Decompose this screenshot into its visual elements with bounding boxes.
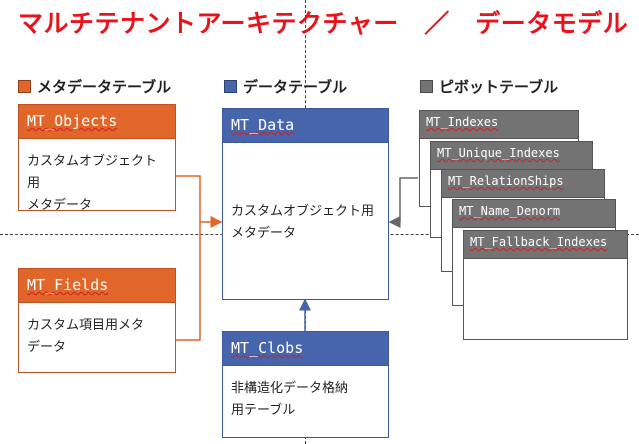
table-name: MT_Fields	[19, 269, 175, 303]
table-mt-objects[interactable]: MT_Objects カスタムオブジェクト用 メタデータ	[18, 104, 176, 213]
legend-label: データテーブル	[243, 78, 348, 96]
legend-data: データテーブル	[224, 76, 347, 97]
table-mt-clobs[interactable]: MT_Clobs 非構造化データ格納 用テーブル	[222, 331, 389, 438]
table-description: カスタムオブジェクト用 メタデータ	[223, 143, 388, 257]
table-name: MT_Fallback_Indexes	[464, 231, 627, 259]
desc-line: メタデータ	[27, 198, 93, 213]
table-name: MT_Indexes	[420, 111, 578, 139]
legend-metadata: メタデータテーブル	[18, 76, 171, 97]
table-name: MT_Objects	[19, 105, 175, 139]
pivot-table-fallback-indexes[interactable]: MT_Fallback_Indexes	[463, 230, 628, 340]
legend-label: ピボットテーブル	[439, 78, 559, 96]
desc-line: 非構造化データ格納	[231, 381, 349, 396]
table-name: MT_Clobs	[223, 332, 388, 366]
connector-pivot	[388, 177, 418, 228]
table-name: MT_RelationShips	[442, 170, 604, 198]
diagram-title: マルチテナントアーキテクチャー ／ データモデル	[18, 9, 629, 38]
desc-line: カスタムオブジェクト用	[231, 204, 375, 219]
connector-fields	[176, 222, 201, 341]
table-description: カスタムオブジェクト用 メタデータ	[19, 139, 175, 229]
table-description: 非構造化データ格納 用テーブル	[223, 366, 388, 434]
table-mt-data[interactable]: MT_Data カスタムオブジェクト用 メタデータ	[222, 108, 389, 300]
desc-line: 用テーブル	[231, 403, 296, 418]
desc-line: データ	[27, 340, 67, 355]
table-mt-fields[interactable]: MT_Fields カスタム項目用メタ データ	[18, 268, 176, 373]
table-name: MT_Data	[223, 109, 388, 143]
legend-swatch-gray	[420, 80, 433, 93]
desc-line: メタデータ	[231, 226, 297, 241]
desc-line: カスタム項目用メタ	[27, 318, 145, 333]
table-description: カスタム項目用メタ データ	[19, 303, 175, 371]
table-name: MT_Unique_Indexes	[431, 142, 592, 170]
desc-line: カスタムオブジェクト用	[27, 154, 158, 191]
legend-label: メタデータテーブル	[37, 78, 172, 96]
connector-objects	[176, 175, 201, 222]
legend-pivot: ピボットテーブル	[420, 76, 558, 97]
table-name: MT_Name_Denorm	[453, 200, 615, 228]
legend-swatch-orange	[18, 80, 31, 93]
legend-swatch-blue	[224, 80, 237, 93]
